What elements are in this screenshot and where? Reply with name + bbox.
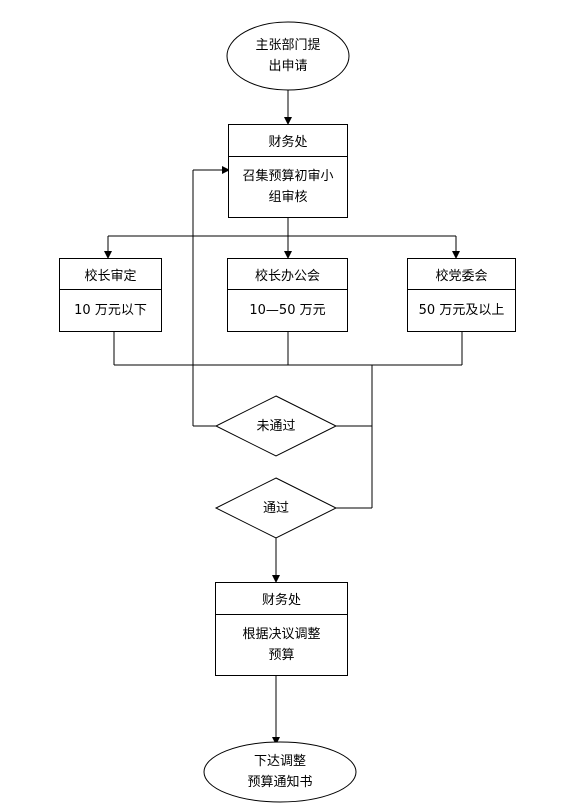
approver-box-office-meeting: 校长办公会 10—50 万元 [227, 258, 348, 332]
approver-committee-range: 50 万元及以上 [418, 303, 505, 318]
approver-president-header: 校长审定 [60, 259, 161, 290]
approver-office-range: 10—50 万元 [249, 303, 326, 318]
decision-fail-diamond [214, 395, 338, 457]
start-label: 主张部门提 出申请 [255, 38, 321, 74]
approver-committee-header: 校党委会 [408, 259, 515, 290]
approver-office-header: 校长办公会 [228, 259, 347, 290]
finance-review-body: 召集预算初审小 组审核 [242, 169, 334, 205]
approver-box-president: 校长审定 10 万元以下 [59, 258, 162, 332]
finance-adjust-box: 财务处 根据决议调整 预算 [215, 582, 348, 676]
approver-box-party-committee: 校党委会 50 万元及以上 [407, 258, 516, 332]
decision-fail-label: 未通过 [256, 418, 296, 434]
decision-pass-label: 通过 [262, 500, 289, 516]
finance-review-box: 财务处 召集预算初审小 组审核 [228, 124, 348, 218]
end-label: 下达调整 预算通知书 [247, 754, 313, 790]
approver-president-range: 10 万元以下 [74, 303, 147, 318]
finance-review-header: 财务处 [229, 125, 347, 157]
finance-adjust-body: 根据决议调整 预算 [242, 627, 321, 663]
end-oval [203, 741, 357, 803]
finance-adjust-header: 财务处 [216, 583, 347, 615]
